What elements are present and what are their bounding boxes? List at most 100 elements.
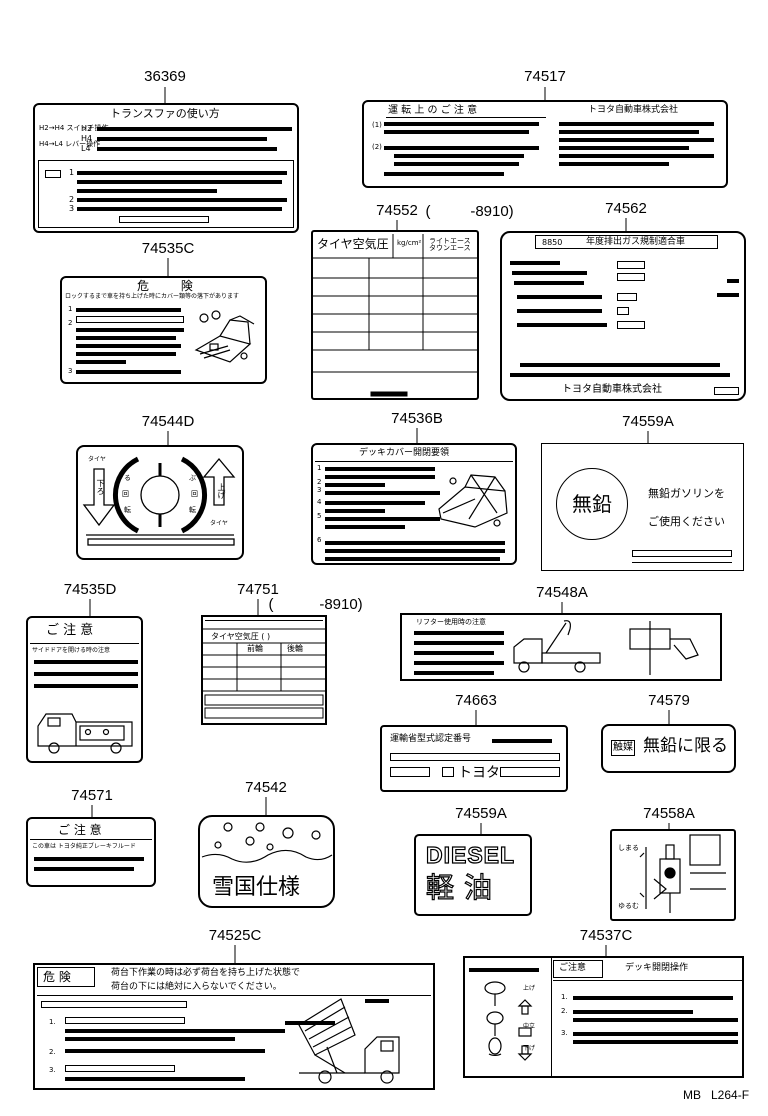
text-bar (65, 1049, 265, 1053)
text-bar (325, 517, 440, 521)
text-bar (77, 180, 282, 184)
text-bar (414, 651, 494, 655)
part-number: 74559A (455, 805, 507, 822)
text-bar (77, 198, 287, 202)
text-bar (325, 525, 405, 529)
diagram-code: MB L264-F (683, 1088, 750, 1102)
label-title: ご注意 (559, 963, 587, 973)
snow-drift-pattern (201, 822, 333, 863)
part-number: 74548A (536, 584, 588, 601)
label-74552: タイヤ空気圧 kg/cm² ライトエース タウンエース (311, 230, 479, 400)
left-divider (551, 958, 552, 1076)
part-number: 74751 (237, 581, 279, 598)
label-74562: 8850 年度排出ガス規制適合車 トヨタ自動車株式会社 (500, 231, 746, 401)
label-title: トランスファの使い方 (110, 107, 220, 120)
label-title-2: デッキ開閉操作 (625, 963, 689, 973)
step-number: 1 (317, 464, 322, 472)
tire-pressure-table (203, 628, 325, 719)
part-number: 74552 (376, 202, 418, 219)
bottom-line (632, 562, 732, 563)
step-number: 2 (317, 478, 322, 486)
text-bar (325, 483, 385, 487)
part-number: 74559A (622, 413, 674, 430)
text-bar (325, 491, 440, 495)
label-74542: 雪国仕様 (198, 815, 335, 908)
step-number: 2 (69, 195, 75, 204)
label-74571: ご 注 意 この車は トヨタ純正ブレーキフルード (26, 817, 156, 887)
text-bar (34, 684, 138, 688)
subtitle: この車は トヨタ純正ブレーキフルード (32, 843, 136, 850)
text-bar (559, 146, 689, 150)
number-box (390, 753, 560, 761)
left-top-text: タイヤ (88, 456, 106, 463)
label-74663: 運輸省型式認定番号 トヨタ (380, 725, 568, 792)
step-number: 2 (68, 319, 73, 327)
text-bar (414, 661, 504, 665)
right-direction-text: 上げ (217, 483, 226, 499)
text-bar (414, 641, 504, 645)
text-bar (517, 309, 602, 313)
text-bar (77, 207, 282, 211)
title-underline (386, 117, 546, 118)
text-bar (573, 996, 733, 1000)
ring-char: ぶ (189, 474, 196, 482)
step-number: 1. (49, 1018, 56, 1026)
text-bar (559, 154, 714, 158)
ring-char: 転 (189, 506, 196, 514)
text-bar (384, 122, 539, 126)
loosen-text: ゆるむ (618, 902, 639, 910)
arrow-label: 中立 (523, 1023, 536, 1030)
text-bar (65, 1037, 235, 1041)
label-title: タイヤ空気圧 ( ) (211, 632, 271, 641)
text-bar (325, 557, 500, 561)
text-bar (34, 857, 144, 861)
label-74536B: デッキカバー開閉要領 1 2 3 4 5 6 (311, 443, 517, 565)
label-title: リフター使用時の注意 (416, 618, 486, 626)
label-36369: トランスファの使い方 H2→H4 スイッチ操作 H4→L4 レバー操作 H2 H… (33, 103, 299, 233)
value-box (617, 293, 637, 301)
column-head: 後輪 (287, 644, 303, 653)
part-number: 74558A (643, 805, 695, 822)
text-bar (97, 127, 292, 131)
step-number: 3 (69, 204, 75, 213)
step-number: 3. (49, 1066, 56, 1074)
text-bar (520, 363, 720, 367)
catalyst-badge: 触媒 (611, 740, 635, 756)
danger-box (37, 967, 95, 987)
text-bar (384, 172, 504, 176)
label-74559A-diesel: DIESEL 軽油 (414, 834, 532, 916)
step-number: 1 (68, 305, 73, 313)
part-number: 74544D (141, 413, 195, 430)
text-bar (325, 467, 435, 471)
text-bar (717, 293, 739, 297)
unleaded-line-2: ご使用ください (648, 515, 725, 528)
text-bar (365, 999, 389, 1003)
part-number-range: -8910) (470, 203, 514, 220)
text-box (65, 1065, 175, 1072)
switch-illustration (484, 981, 533, 1061)
text-box (76, 316, 184, 323)
text-bar (384, 146, 539, 150)
code-text: L4 (81, 144, 91, 153)
part-number: 74537C (579, 927, 633, 944)
ring-char: 回 (191, 490, 198, 498)
corner-box (714, 387, 739, 395)
unit-text: kg/cm² (397, 239, 422, 247)
label-74544D: タイヤ 下ろ 上げ タイヤ る 回 転 ぶ 回 転 (76, 445, 244, 560)
text-bar (34, 672, 138, 676)
step-number: 2. (49, 1048, 56, 1056)
text-bar (517, 323, 607, 327)
arrow-label: 上げ (523, 985, 536, 992)
text-bar (414, 671, 494, 675)
label-74579: 触媒 無鉛に限る (601, 724, 736, 773)
part-number-range: -8910) (319, 596, 363, 613)
label-title: デッキカバー開閉要領 (359, 448, 450, 458)
number-box (390, 767, 430, 777)
title-underline (30, 839, 152, 840)
title-underline (30, 643, 139, 644)
text-box (65, 1017, 185, 1024)
text-bar (76, 328, 184, 332)
step-number: 2. (561, 1007, 568, 1015)
column-head: 前輪 (247, 644, 263, 653)
